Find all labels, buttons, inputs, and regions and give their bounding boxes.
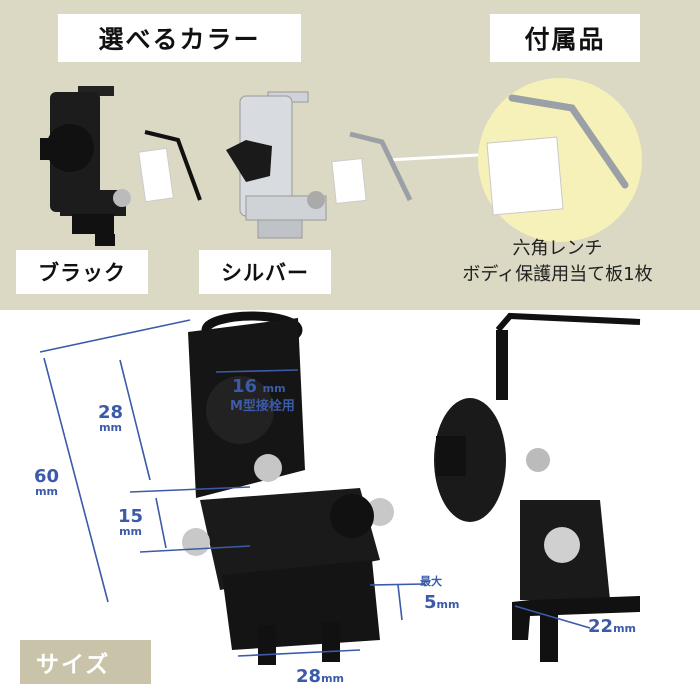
accessories-description: 六角レンチ ボディ保護用当て板1枚 [420,236,695,288]
accessories-title: 付属品 [490,14,640,62]
dim-label-28-base: 28mm [296,666,344,687]
dim-label-28-height: 28 mm [98,402,124,434]
variant-label-silver: シルバー [199,250,331,294]
dim-label-60: 60 mm [34,466,60,498]
accessory-wrench-image [508,94,629,189]
accessory-pointer-line [387,153,479,162]
dim-label-15: 15 mm [118,506,144,538]
dim-line-15 [155,497,167,549]
silver-plate-image [331,157,367,205]
silver-wrench-image [349,131,413,202]
dim-line-60 [43,357,109,603]
dim-label-5: 5mm [424,592,460,613]
dim-line-28 [119,359,151,481]
silver-mount-image [226,91,327,239]
dim-label-max-prefix: 最大 [420,575,442,588]
dim-note-m-connector: M型接栓用 [230,399,295,414]
size-section-label: サイズ [20,640,151,684]
accessory-plate-image [486,136,564,216]
variant-label-black: ブラック [16,250,148,294]
black-plate-image [138,147,174,203]
colors-title: 選べるカラー [58,14,301,62]
dim-label-22: 22mm [588,616,636,637]
accessory-line-plate: ボディ保護用当て板1枚 [462,264,653,285]
side-mount-image [434,312,641,662]
dim-label-16: 16 mm [232,376,286,397]
dimension-lines [39,319,591,657]
black-mount-image [40,86,131,246]
dim-line-28-base [237,649,361,657]
dim-line-22 [514,605,591,629]
dim-line-5 [397,584,403,621]
accessory-line-wrench: 六角レンチ [512,238,603,259]
large-mount-image [182,311,394,665]
black-wrench-image [144,130,202,201]
dim-line-16 [215,369,299,373]
